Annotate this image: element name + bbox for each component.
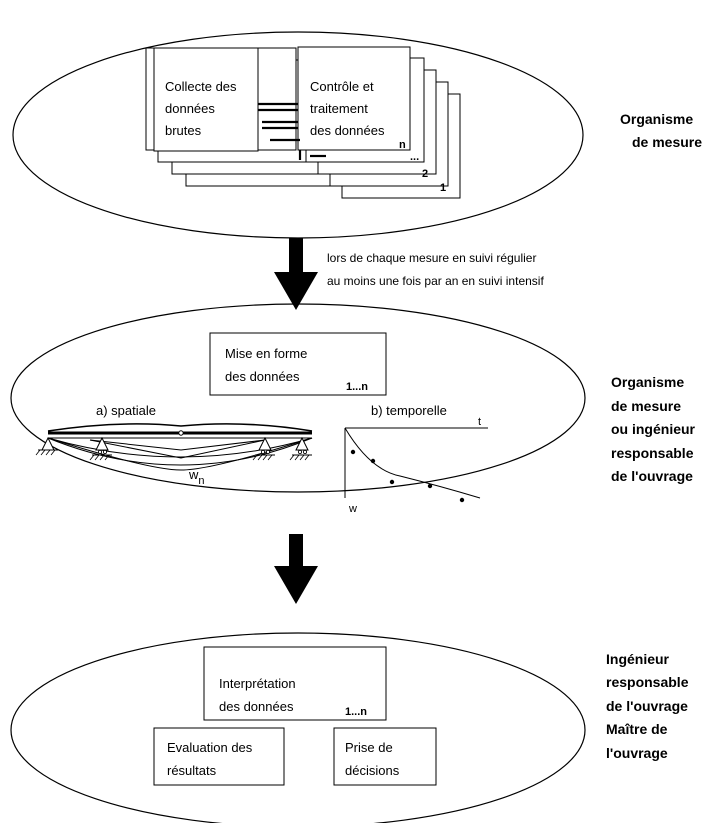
stage3-side-line-5: l'ouvrage <box>606 745 668 761</box>
control-line-2: traitement <box>310 101 368 116</box>
decision-box <box>333 727 437 786</box>
eval-box <box>153 727 285 786</box>
decision-line-2: décisions <box>345 763 400 778</box>
stage2-side-line-1: Organisme <box>611 374 684 390</box>
stack-index-2: 2 <box>422 168 428 180</box>
time-plot <box>344 427 488 499</box>
control-line-3: des données <box>310 123 385 138</box>
stack-index-n: n <box>399 139 406 151</box>
stage2-side-line-4: responsable <box>611 445 694 461</box>
stage1-side-line-1: Organisme <box>620 111 693 127</box>
format-index: 1...n <box>346 381 368 393</box>
spatial-label: a) spatiale <box>96 403 156 418</box>
time-plot-points <box>350 449 465 503</box>
interp-line-2: des données <box>219 699 294 714</box>
deflection-label: wn <box>188 467 205 487</box>
stack-connectors <box>258 102 326 160</box>
interp-line-1: Interprétation <box>219 676 296 691</box>
temporal-label: b) temporelle <box>371 403 447 418</box>
collect-line-2: données <box>165 101 215 116</box>
transition-line-1: lors de chaque mesure en suivi régulier <box>327 251 536 265</box>
stage3-side-line-3: de l'ouvrage <box>606 698 688 714</box>
interp-index: 1...n <box>345 706 367 718</box>
w-axis-label: w <box>348 503 357 515</box>
collect-line-1: Collecte des <box>165 79 237 94</box>
stage2-side-line-3: ou ingénieur <box>611 421 696 437</box>
control-line-1: Contrôle et <box>310 79 374 94</box>
interp-box <box>203 646 387 721</box>
eval-line-2: résultats <box>167 763 217 778</box>
stage2-ellipse <box>10 303 586 493</box>
stage3-side-line-4: Maître de <box>606 721 668 737</box>
stage3-side-line-2: responsable <box>606 674 689 690</box>
stack-index-dots: ... <box>410 151 419 163</box>
collect-line-3: brutes <box>165 123 202 138</box>
control-stack <box>297 46 461 199</box>
format-line-2: des données <box>225 369 300 384</box>
stage2-side-line-2: de mesure <box>611 398 681 414</box>
t-axis-label: t <box>478 416 481 428</box>
transition-line-2: au moins une fois par an en suivi intens… <box>327 274 544 288</box>
stage1-side-line-2: de mesure <box>632 134 702 150</box>
stage3-side-line-1: Ingénieur <box>606 651 670 667</box>
format-box <box>209 332 387 396</box>
stage3-ellipse <box>10 632 586 823</box>
arrow-down-1 <box>274 238 318 310</box>
stage2-side-line-5: de l'ouvrage <box>611 468 693 484</box>
beam-deflection-drawing <box>35 423 313 471</box>
decision-line-1: Prise de <box>345 740 393 755</box>
arrow-down-2 <box>274 534 318 604</box>
stack-index-1: 1 <box>440 182 446 194</box>
format-line-1: Mise en forme <box>225 346 307 361</box>
eval-line-1: Evaluation des <box>167 740 253 755</box>
